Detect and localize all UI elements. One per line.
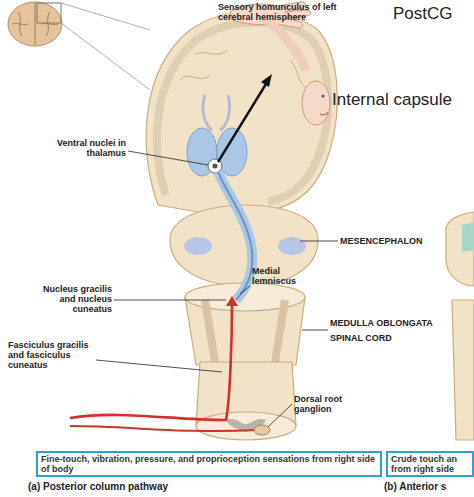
structure-label: Dorsal root ganglion [294, 394, 352, 414]
region-label: PostCG [393, 4, 473, 23]
caption-box: Fine-touch, vibration, pressure, and pro… [36, 451, 382, 477]
region-label: SPINAL CORD [330, 333, 430, 343]
box-text: Crude touch an [391, 454, 469, 464]
structure-label: Sensory homunculus of left cerebral hemi… [218, 2, 346, 22]
nucleus-label: Nucleus gracilis and nucleus cuneatus [30, 284, 112, 314]
region-label: MESENCEPHALON [340, 236, 440, 246]
box-text: Fine-touch, vibration, pressure, and pro… [41, 454, 377, 474]
panel-caption: (a) Posterior column pathway [28, 481, 278, 492]
tract-label: Fasciculus gracilis and fasciculus cunea… [8, 340, 94, 370]
tract-label: Medial lemniscus [252, 266, 304, 286]
box-text: from right side [391, 464, 469, 474]
region-label: MEDULLA OBLONGATA [330, 318, 440, 328]
structure-label: Ventral nuclei in thalamus [40, 138, 126, 158]
region-label: Internal capsule [332, 90, 472, 109]
caption-box: Crude touch anfrom right side [386, 451, 474, 477]
panel-caption: (b) Anterior s [384, 481, 474, 492]
